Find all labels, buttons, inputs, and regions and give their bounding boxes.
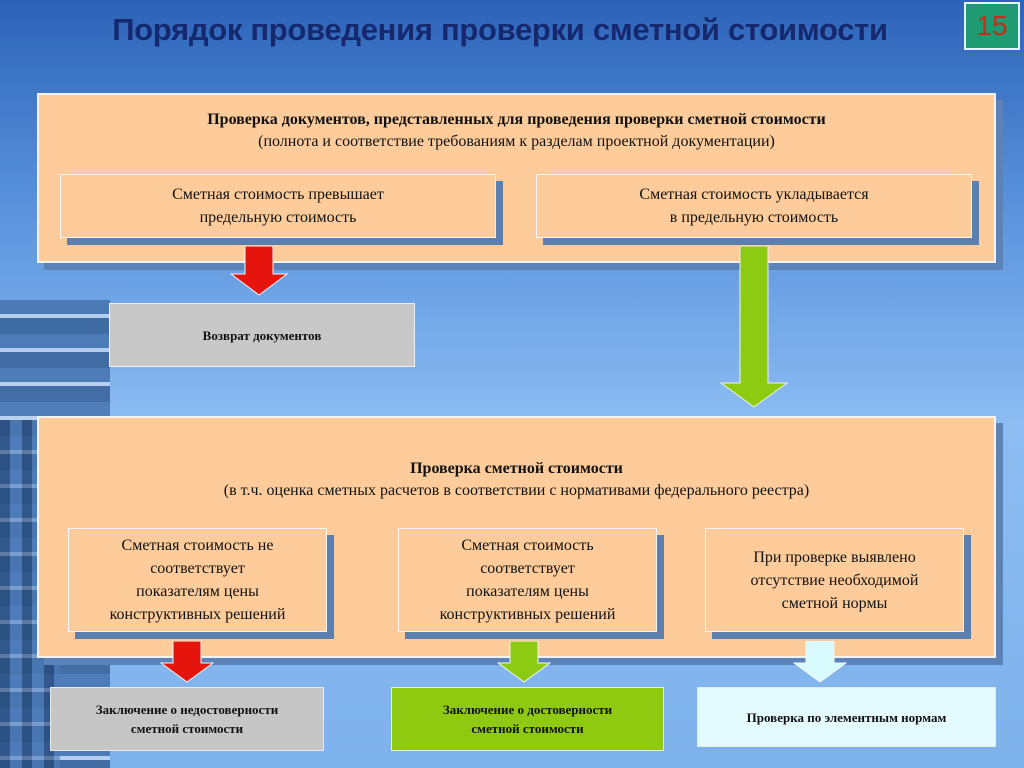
- match-line-4: конструктивных решений: [439, 606, 616, 623]
- stage2-heading-block: Проверка сметной стоимости (в т.ч. оценк…: [39, 458, 994, 502]
- within-line-1: Сметная стоимость укладывается: [639, 186, 869, 203]
- match-line-2: соответствует: [480, 560, 575, 577]
- match-line-3: показателям цены: [466, 583, 589, 600]
- stage2-subheading: (в т.ч. оценка сметных расчетов в соотве…: [223, 482, 810, 499]
- stage2-match-box: Сметная стоимость соответствует показате…: [398, 528, 657, 632]
- slide-title: Порядок проведения проверки сметной стои…: [112, 12, 888, 47]
- stage1-heading: Проверка документов, представленных для …: [207, 111, 826, 128]
- green-arrow-down-icon: [720, 246, 788, 408]
- reliable-line-1: Заключение о достоверности: [442, 702, 613, 717]
- slide-number: 15: [964, 2, 1020, 50]
- stage1-within-box: Сметная стоимость укладывается в предель…: [536, 174, 972, 238]
- unreliable-conclusion-box: Заключение о недостоверности сметной сто…: [50, 687, 324, 751]
- red-small-arrow-down-icon: [160, 641, 214, 683]
- reliable-conclusion-box: Заключение о достоверности сметной стоим…: [391, 687, 664, 751]
- exceeds-line-1: Сметная стоимость превышает: [172, 186, 384, 203]
- missing-line-3: сметной нормы: [781, 594, 888, 612]
- element-norms-label: Проверка по элементным нормам: [746, 709, 947, 725]
- unreliable-line-2: сметной стоимости: [130, 721, 244, 736]
- unreliable-line-1: Заключение о недостоверности: [95, 702, 279, 717]
- missing-line-1: При проверке выявлено: [753, 548, 916, 566]
- mismatch-line-4: конструктивных решений: [109, 606, 286, 623]
- exceeds-line-2: предельную стоимость: [199, 209, 357, 226]
- return-documents-box: Возврат документов: [109, 303, 415, 367]
- stage1-subheading: (полнота и соответствие требованиям к ра…: [258, 133, 775, 150]
- stage2-mismatch-box: Сметная стоимость не соответствует показ…: [68, 528, 327, 632]
- stage2-missing-norm-box: При проверке выявлено отсутствие необход…: [705, 528, 964, 632]
- stage2-heading: Проверка сметной стоимости: [410, 460, 623, 477]
- stage1-exceeds-box: Сметная стоимость превышает предельную с…: [60, 174, 496, 238]
- missing-line-2: отсутствие необходимой: [750, 571, 919, 589]
- return-documents-label: Возврат документов: [202, 327, 322, 343]
- green-small-arrow-down-icon: [497, 641, 551, 683]
- reliable-line-2: сметной стоимости: [471, 721, 584, 736]
- within-line-2: в предельную стоимость: [669, 209, 839, 226]
- light-small-arrow-down-icon: [793, 641, 847, 683]
- mismatch-line-1: Сметная стоимость не: [121, 537, 274, 554]
- mismatch-line-2: соответствует: [150, 560, 245, 577]
- red-arrow-down-icon: [230, 246, 288, 296]
- stage1-heading-block: Проверка документов, представленных для …: [39, 109, 994, 153]
- mismatch-line-3: показателям цены: [136, 583, 259, 600]
- element-norms-box: Проверка по элементным нормам: [697, 687, 996, 747]
- match-line-1: Сметная стоимость: [461, 537, 594, 554]
